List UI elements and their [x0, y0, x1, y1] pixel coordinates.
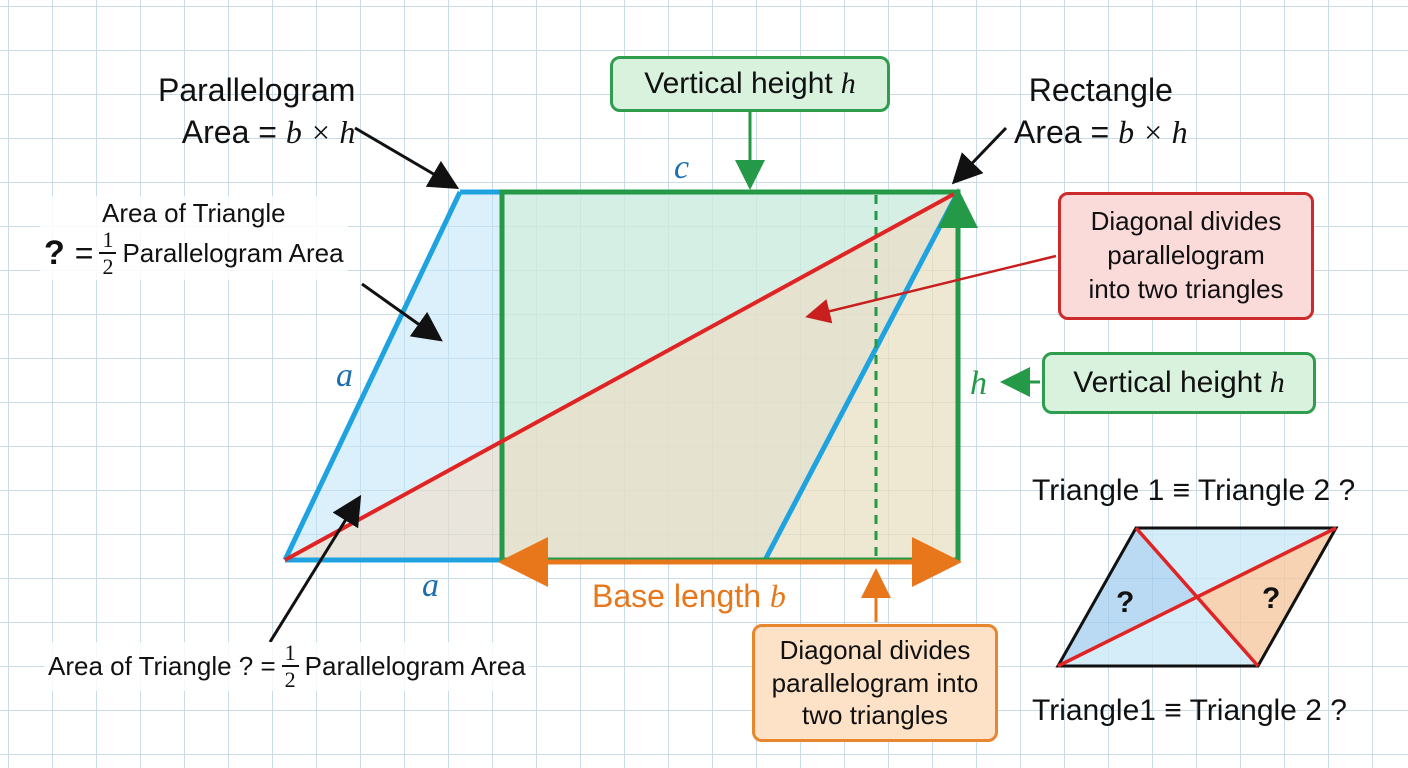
diagonal-line	[284, 192, 955, 562]
triangle-bottom-den: 2	[284, 667, 296, 692]
triangle-label-top: Area of Triangle ? = 1 2 Parallelogram A…	[40, 196, 348, 280]
pointer-triangle-bottom	[268, 494, 362, 643]
mini-title: Triangle 1 ≡ Triangle 2 ?	[1032, 474, 1356, 507]
triangle-top-line2: ? = 1 2 Parallelogram Area	[44, 229, 344, 278]
mini-top-fill	[1136, 528, 1336, 598]
rectangle-fill	[502, 192, 958, 560]
pointer-parallelogram	[354, 126, 460, 190]
base-length-var: b	[769, 578, 786, 614]
pointer-red-box	[805, 254, 1057, 324]
triangle-bottom-num: 1	[281, 642, 299, 667]
parallelogram-area-text: Area =	[181, 113, 277, 150]
pointer-triangle-top	[361, 282, 443, 342]
vertical-height-top-text: Vertical height	[644, 67, 833, 100]
rectangle-area: Area = b × h	[1014, 112, 1188, 154]
red-box-line3: into two triangles	[1088, 273, 1284, 304]
red-box-line1: Diagonal divides	[1090, 206, 1282, 237]
triangle-label-bottom: Area of Triangle ? = 1 2 Parallelogram A…	[44, 642, 530, 691]
triangle-top-num: 1	[99, 229, 117, 254]
diagonal-divides-orange-box: Diagonal divides parallelogram into two …	[752, 624, 998, 742]
vertical-height-right-var: h	[1269, 366, 1285, 399]
red-box-line2: parallelogram	[1107, 240, 1265, 271]
base-length-label: Base length b	[592, 578, 786, 615]
base-length-text: Base length	[592, 578, 762, 614]
orange-box-line3: two triangles	[802, 700, 948, 731]
mini-question-left: ?	[1116, 586, 1134, 619]
mini-left-triangle-fill	[1058, 528, 1198, 666]
triangle-top-q: ?	[44, 234, 65, 272]
orange-box-line1: Diagonal divides	[779, 635, 971, 666]
mini-bottom-fill	[1058, 598, 1258, 666]
triangle-top-eq: =	[74, 235, 94, 271]
parallelogram-label: Parallelogram Area = b × h	[158, 70, 355, 153]
triangle-top-line1: Area of Triangle	[102, 198, 286, 228]
mini-diagonal-2	[1134, 526, 1260, 668]
triangle-bottom-pre: Area of Triangle ? =	[48, 651, 276, 681]
orange-box-line2: parallelogram into	[771, 667, 979, 698]
rectangle-area-formula: b × h	[1118, 113, 1188, 150]
vertical-height-right-text: Vertical height	[1073, 366, 1262, 399]
vertical-height-top-box: Vertical height h	[610, 56, 890, 112]
parallelogram-right-side	[762, 190, 961, 562]
side-h-right: h	[970, 365, 987, 402]
side-a-left: a	[336, 357, 353, 394]
vertical-height-right-box: Vertical height h	[1042, 352, 1316, 414]
diagonal-divides-red-box: Diagonal divides parallelogram into two …	[1058, 192, 1314, 320]
mini-right-triangle-fill	[1198, 528, 1336, 666]
parallelogram-title: Parallelogram	[158, 72, 356, 108]
parallelogram-left-side	[282, 190, 463, 562]
rectangle-title: Rectangle	[1028, 72, 1173, 108]
parallelogram-area-formula: b × h	[285, 113, 356, 150]
mini-question-right: ?	[1262, 582, 1280, 615]
parallelogram-area: Area = b × h	[158, 112, 356, 154]
triangle-top-den: 2	[102, 254, 114, 279]
triangle-bottom-rest: Parallelogram Area	[304, 651, 526, 681]
triangle-bottom-fraction: 1 2	[281, 642, 299, 692]
rectangle-area-text: Area =	[1014, 113, 1110, 150]
rectangle-label: Rectangle Area = b × h	[1014, 70, 1188, 153]
mini-caption: Triangle1 ≡ Triangle 2 ?	[1032, 694, 1347, 727]
side-a-bottom: a	[422, 567, 439, 604]
pointer-rectangle	[951, 126, 1008, 185]
vertical-height-top-var: h	[840, 67, 856, 100]
side-c-top: c	[674, 149, 689, 186]
triangle-top-fraction: 1 2	[99, 229, 117, 279]
triangle-top-rest: Parallelogram Area	[122, 238, 344, 268]
